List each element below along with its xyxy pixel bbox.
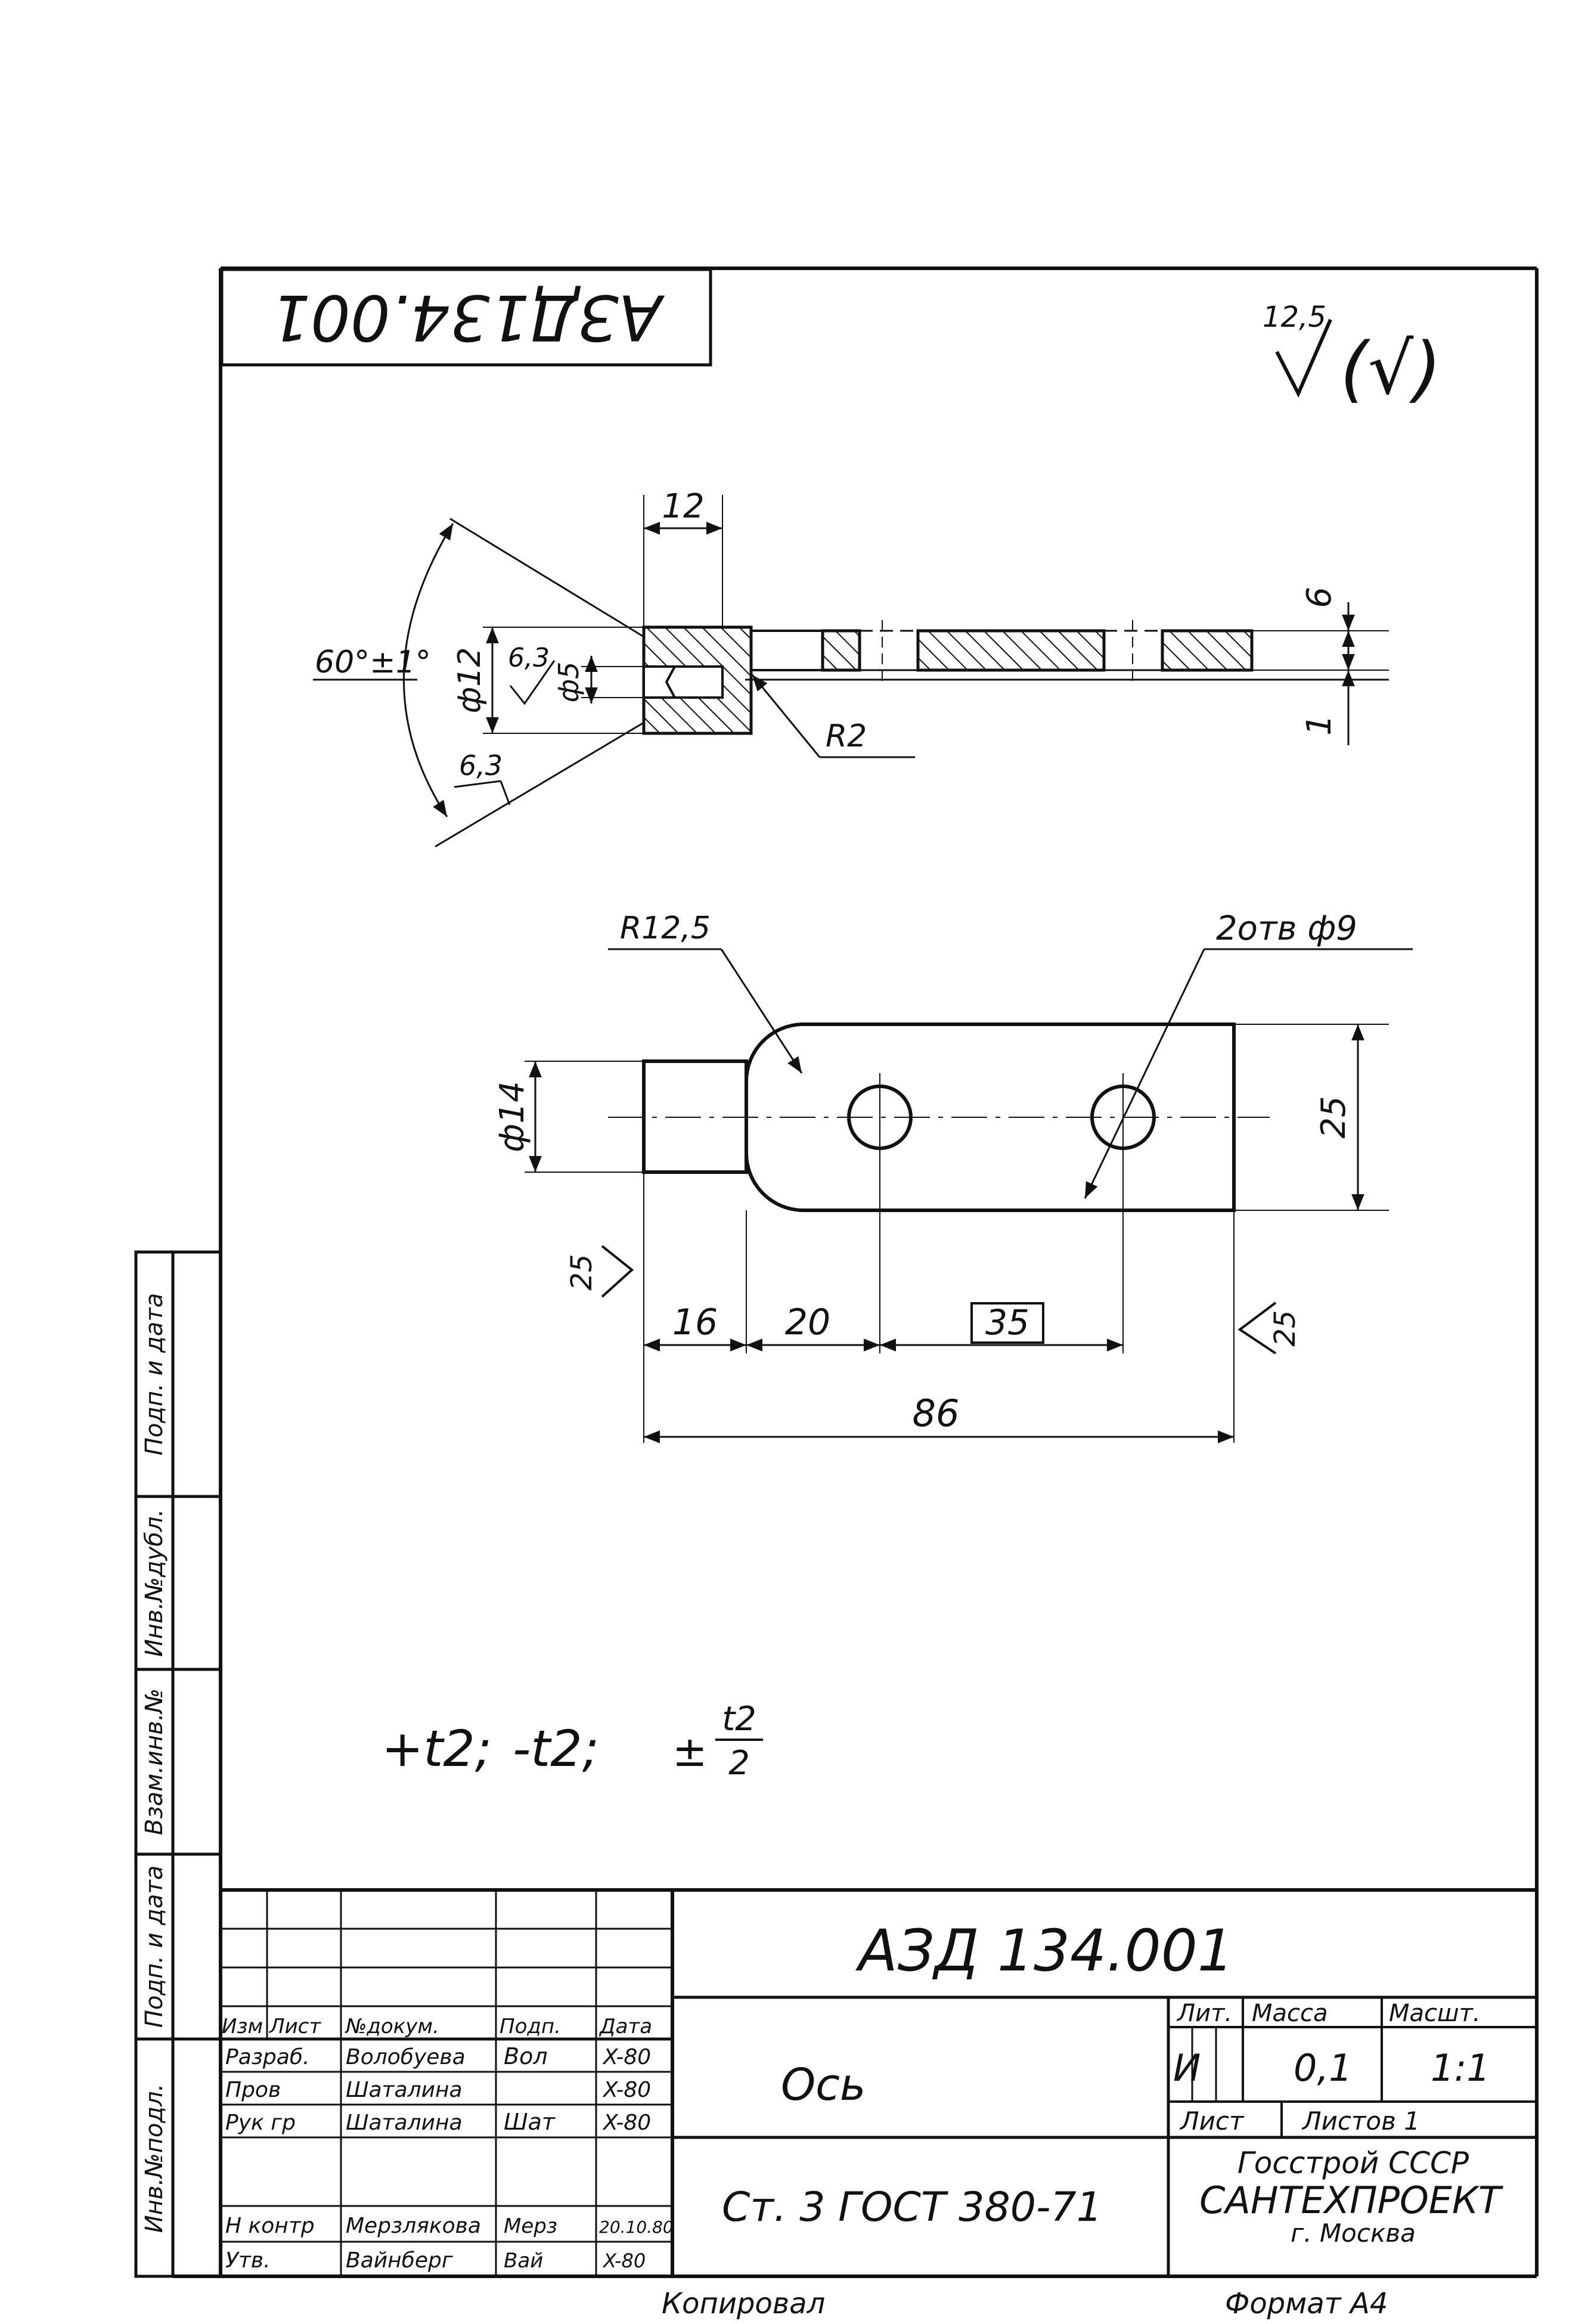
tol-minus: -t2;: [513, 1719, 599, 1778]
org-line-2: САНТЕХПРОЕКТ: [1199, 2179, 1503, 2222]
side-stamp: Инв.№подл. Подп. и дата Взам.инв.№ Инв.№…: [134, 1250, 222, 2278]
row-date: X-80: [602, 2249, 646, 2272]
dim-35-frame: [970, 1302, 1044, 1344]
row-date: X-80: [602, 2045, 651, 2069]
roughness-value: 12,5: [1263, 300, 1326, 334]
dim-12: 12: [662, 487, 704, 526]
row-signature: Шат: [504, 2109, 556, 2135]
row-n-kontr: Н контр Мерзлякова Мерз 20.10.80: [225, 2214, 674, 2238]
side-podp-data-1: Подп. и дата: [141, 1866, 168, 2028]
row-prov: Пров Шаталина X-80: [225, 2078, 651, 2102]
lit-label: Лит.: [1176, 2000, 1232, 2027]
dim-16: 16: [672, 1302, 718, 1343]
hdr-izm: Изм: [222, 2015, 263, 2038]
main-frame: [173, 267, 1539, 2278]
row-date: X-80: [602, 2078, 651, 2102]
tol-pm: ±: [672, 1727, 708, 1776]
radius-r2: R2: [826, 718, 867, 754]
row-role: Рук гр: [225, 2111, 296, 2135]
tol-num: t2: [722, 1700, 756, 1739]
lit-value: И: [1173, 2046, 1201, 2090]
hdr-podp: Подп.: [500, 2015, 561, 2038]
holes-callout: 2отв ф9: [1216, 909, 1357, 948]
angle-60: 60°±1°: [315, 644, 431, 680]
roughness-25-left: 25: [565, 1254, 598, 1290]
roughness-6-3-a: 6,3: [508, 643, 550, 673]
hdr-list: Лист: [268, 2015, 321, 2038]
dia-5: ф5: [553, 662, 585, 703]
scale-label: Масшт.: [1389, 2000, 1481, 2027]
row-name: Волобуева: [346, 2045, 466, 2069]
org-line-1: Госстрой СССР: [1237, 2146, 1469, 2180]
row-signature: Вол: [504, 2043, 548, 2069]
row-role: Разраб.: [225, 2045, 309, 2069]
sheet-label: Лист: [1179, 2106, 1245, 2136]
mass-value: 0,1: [1294, 2046, 1353, 2090]
row-ruk-gr: Рук гр Шаталина Шат X-80: [225, 2109, 651, 2135]
tol-den: 2: [728, 1744, 750, 1783]
dim-1: 1: [1300, 714, 1339, 736]
scale-value: 1:1: [1431, 2046, 1490, 2090]
side-vzam-inv: Взам.инв.№: [141, 1688, 168, 1835]
row-role: Утв.: [225, 2248, 271, 2273]
title-designation: АЗД 134.001: [855, 1917, 1234, 1984]
row-name: Шаталина: [346, 2078, 463, 2102]
row-signature: Мерз: [504, 2214, 557, 2238]
plan-view: R12,5 2отв ф9 ф14 25 25 25 16 20 35: [493, 909, 1413, 1443]
dim-86: 86: [913, 1392, 960, 1435]
row-name: Шаталина: [346, 2111, 463, 2135]
row-date: 20.10.80: [599, 2217, 674, 2237]
dim-20: 20: [785, 1302, 830, 1343]
dia-14: ф14: [493, 1081, 532, 1152]
row-role: Н контр: [225, 2214, 315, 2238]
footer-format: Формат А4: [1225, 2287, 1388, 2320]
roughness-25-right: 25: [1268, 1310, 1302, 1346]
designation-rotated-box: АЗД134.001: [220, 268, 712, 367]
row-signature: Вай: [504, 2249, 543, 2273]
mass-label: Масса: [1252, 2000, 1328, 2027]
side-inv-dubl: Инв.№дубл.: [141, 1509, 168, 1657]
roughness-6-3-b: 6,3: [459, 749, 503, 782]
row-name: Мерзлякова: [346, 2214, 481, 2238]
section-view: 12 60°±1° ф12 6,3 ф5 6,3 R2 6 1: [313, 487, 1389, 848]
tol-plus: +t2;: [382, 1719, 492, 1778]
radius-r12-5: R12,5: [620, 910, 711, 946]
sheets-label: Листов 1: [1301, 2106, 1420, 2136]
dim-25-height: 25: [1314, 1096, 1353, 1138]
part-name: Ось: [781, 2059, 866, 2111]
tolerance-note: +t2; -t2; ± t2 2: [382, 1700, 763, 1783]
row-role: Пров: [225, 2078, 281, 2102]
dim-35: 35: [985, 1302, 1029, 1343]
title-block: Изм Лист №докум. Подп. Дата Разраб. Воло…: [221, 1888, 1537, 2276]
side-podp-data-2: Подп. и дата: [141, 1293, 168, 1455]
dia-12: ф12: [452, 647, 488, 714]
footer-copied: Копировал: [662, 2287, 825, 2320]
material: Ст. 3 ГОСТ 380-71: [722, 2184, 1102, 2231]
roughness-open-mark: (√): [1340, 328, 1441, 411]
row-name: Вайнберг: [346, 2248, 454, 2273]
org-line-3: г. Москва: [1291, 2218, 1416, 2248]
side-inv-podl: Инв.№подл.: [141, 2084, 168, 2233]
hdr-doc: №докум.: [345, 2015, 439, 2038]
hdr-data: Дата: [598, 2015, 652, 2038]
row-utv: Утв. Вайнберг Вай X-80: [225, 2248, 646, 2273]
designation-rotated: АЗД134.001: [271, 281, 665, 354]
general-roughness-symbol: 12,5 (√): [1263, 300, 1441, 411]
row-date: X-80: [602, 2111, 651, 2135]
row-razrab: Разраб. Волобуева Вол X-80: [225, 2043, 651, 2069]
dim-6: 6: [1300, 587, 1339, 608]
